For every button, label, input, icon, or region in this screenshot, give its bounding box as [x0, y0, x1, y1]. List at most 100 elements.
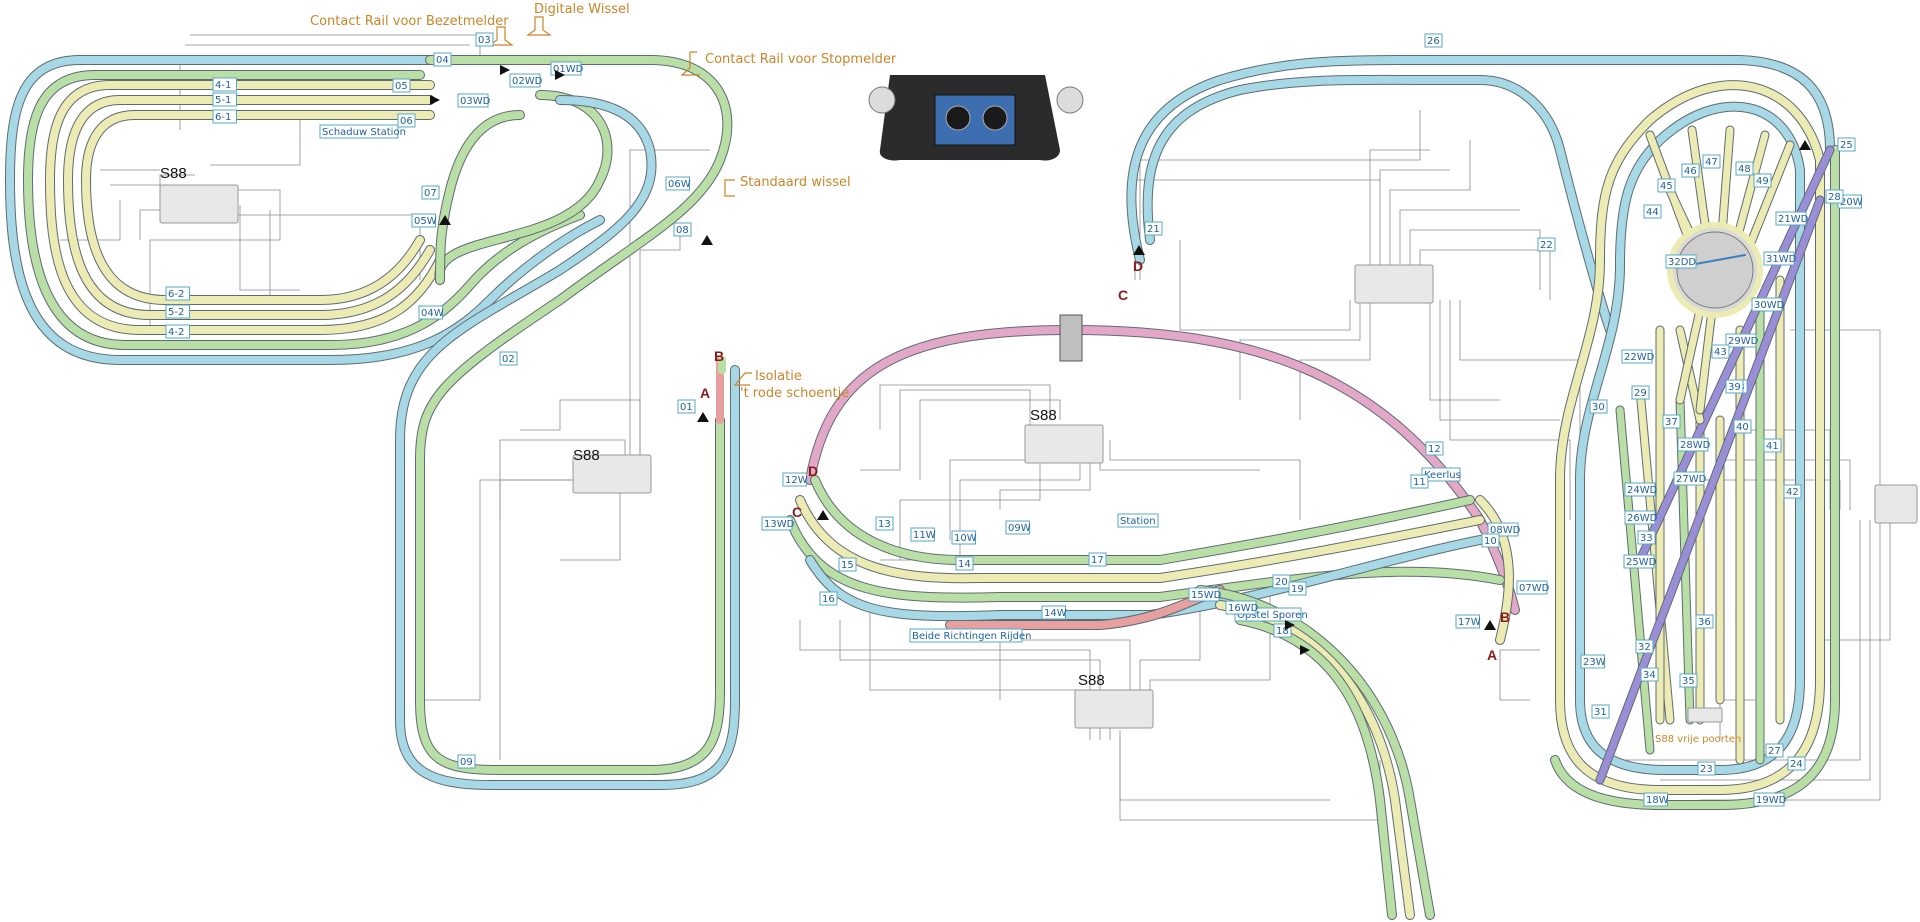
- track-number: 31: [1594, 707, 1607, 718]
- right-oval: [1550, 80, 1840, 810]
- track-label: 5-2: [165, 304, 190, 319]
- track-number: 06W: [668, 179, 691, 190]
- track-label: 27: [1765, 743, 1784, 758]
- track-number: 06: [400, 116, 413, 127]
- track-number: 32DD: [1668, 257, 1696, 268]
- track-number: 13: [878, 519, 891, 530]
- track-number: 23W: [1583, 657, 1606, 668]
- track-label: 15WD: [1188, 587, 1222, 602]
- track-number: 45: [1660, 181, 1673, 192]
- track-number: 08WD: [1490, 525, 1521, 536]
- track-number: 15: [841, 560, 854, 571]
- s88-module-2: [572, 454, 652, 494]
- track-number: 25WD: [1626, 557, 1657, 568]
- track-number: 5-2: [168, 307, 184, 318]
- track-number: 04: [436, 55, 449, 66]
- track-number: 30WD: [1754, 300, 1785, 311]
- track-number: 4-2: [168, 327, 184, 338]
- track-number: 05: [395, 81, 408, 92]
- track-label: 44: [1643, 204, 1662, 219]
- label-beide-richtingen: Beide Richtingen Rijden: [912, 631, 1031, 642]
- track-label: 19: [1288, 581, 1307, 596]
- track-number: 24WD: [1627, 485, 1658, 496]
- track-number: 34: [1643, 670, 1656, 681]
- track-number: 35: [1682, 676, 1695, 687]
- track-label: 46: [1681, 163, 1700, 178]
- track-label: 12W: [782, 472, 808, 487]
- track-number: 17: [1091, 555, 1104, 566]
- track-number: 43: [1714, 347, 1727, 358]
- track-label: 08: [673, 222, 692, 237]
- track-number: 03: [478, 35, 491, 46]
- track-label: 04: [433, 52, 452, 67]
- track-number: 28: [1828, 192, 1841, 203]
- annotation-standaard-wissel: Standaard wissel: [740, 175, 851, 190]
- label-opstel-sporen: Opstel Sporen: [1237, 610, 1308, 621]
- track-label: 35: [1679, 673, 1698, 688]
- track-number: 12: [1428, 444, 1441, 455]
- track-label: 07WD: [1516, 580, 1550, 595]
- track-label: 16: [819, 591, 838, 606]
- track-number: 07WD: [1519, 583, 1550, 594]
- track-label: 13: [875, 516, 894, 531]
- track-label: 13WD: [761, 516, 795, 531]
- track-number: 42: [1786, 487, 1799, 498]
- track-number: 30: [1592, 402, 1605, 413]
- sensor-markers: [430, 65, 1811, 655]
- track-number: 31WD: [1766, 254, 1797, 265]
- track-number: 22: [1540, 240, 1553, 251]
- track-label: 06W: [665, 176, 691, 191]
- left-bottom-blue: [395, 95, 740, 790]
- track-label: 11: [1410, 474, 1429, 489]
- letter-mid-c: C: [792, 504, 802, 520]
- track-label: 32DD: [1665, 254, 1697, 269]
- s88-module-6: [1874, 484, 1918, 524]
- track-number-labels: 030405064-15-16-101WD02WD03WD0705W06W086…: [165, 32, 1863, 807]
- track-number: 18: [1276, 626, 1289, 637]
- track-label: 40: [1733, 419, 1752, 434]
- track-number: 19WD: [1756, 795, 1787, 806]
- track-number: 20W: [1840, 197, 1863, 208]
- track-label: 06: [397, 113, 416, 128]
- track-label: 26: [1424, 33, 1443, 48]
- track-label: 20: [1272, 574, 1291, 589]
- track-label: 17W: [1455, 614, 1481, 629]
- turntable-spokes-fill: [1646, 126, 1794, 414]
- track-label: 4-1: [212, 77, 237, 92]
- track-number: 18W: [1646, 795, 1669, 806]
- track-label: 41: [1763, 438, 1782, 453]
- track-label: 48: [1735, 161, 1754, 176]
- track-label: 01: [677, 399, 696, 414]
- track-number: 37: [1665, 417, 1678, 428]
- left-outer-loop: [5, 55, 605, 365]
- letter-right-b: B: [1500, 609, 1510, 625]
- endpoint-letters: A B D C B A D C: [700, 258, 1510, 663]
- track-number: 12W: [785, 475, 808, 486]
- track-label: 24: [1787, 756, 1806, 771]
- s88-module-4: [1074, 689, 1154, 729]
- left-inner-green: [434, 90, 613, 285]
- track-label: 4-2: [165, 324, 190, 339]
- track-label: 32: [1635, 639, 1654, 654]
- track-label: 10W: [951, 530, 977, 545]
- track-number: 4-1: [215, 80, 231, 91]
- track-label: 43: [1711, 344, 1730, 359]
- track-label: 18W: [1643, 792, 1669, 807]
- turntable-pit: [1676, 231, 1754, 309]
- track-label: 42: [1783, 484, 1802, 499]
- track-label: 6-1: [212, 109, 237, 124]
- track-number: 19: [1291, 584, 1304, 595]
- annotation-rode-schoentje: 't rode schoentje: [740, 386, 849, 401]
- track-label: 31: [1591, 704, 1610, 719]
- track-number: 10W: [954, 533, 977, 544]
- s88-label-2: S88: [573, 447, 600, 464]
- track-number: 36: [1698, 617, 1711, 628]
- track-number: 20: [1275, 577, 1288, 588]
- track-number: 28WD: [1680, 440, 1711, 451]
- track-label: 34: [1640, 667, 1659, 682]
- track-number: 46: [1684, 166, 1697, 177]
- track-label: 26WD: [1624, 510, 1658, 525]
- track-number: 47: [1705, 157, 1718, 168]
- track-label: 10: [1481, 533, 1500, 548]
- track-number: 02WD: [512, 76, 543, 87]
